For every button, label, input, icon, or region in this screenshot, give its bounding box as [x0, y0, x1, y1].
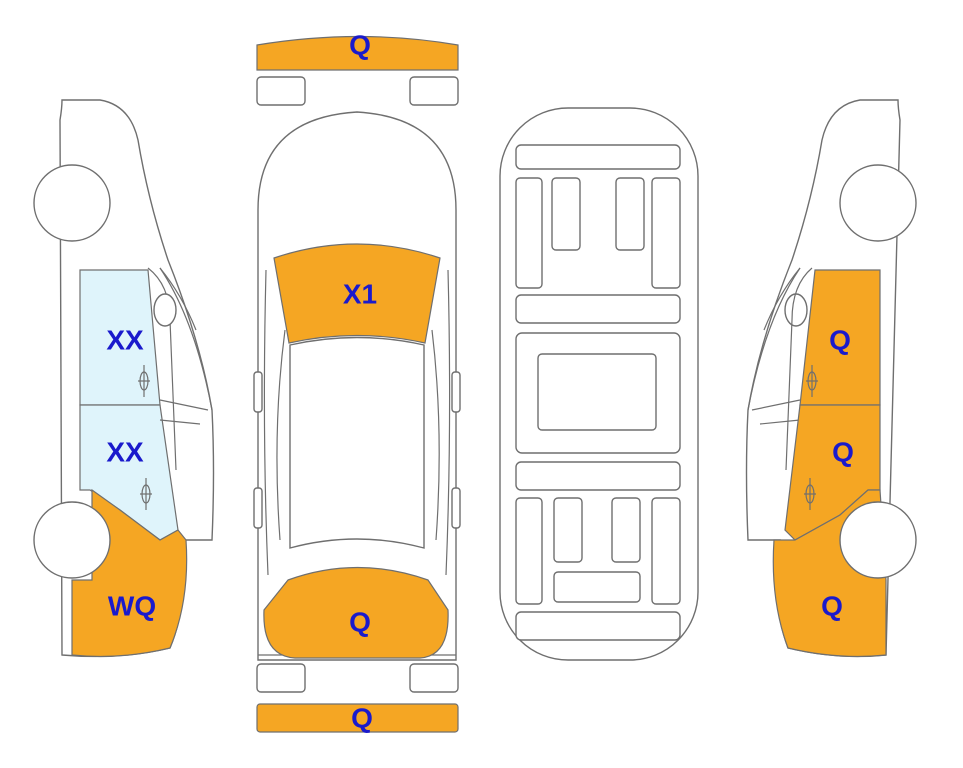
- left-rear-quarter-label: WQ: [108, 591, 156, 622]
- windshield-label: X1: [343, 279, 377, 310]
- trunk-part[interactable]: [263, 566, 449, 659]
- left-rear-wheel: [33, 501, 111, 579]
- right-front-wheel: [839, 164, 917, 242]
- rear-right-taillight: [409, 663, 459, 693]
- rear-left-taillight: [256, 663, 306, 693]
- right-front-door-label: Q: [829, 325, 851, 356]
- rear-bumper-label: Q: [351, 703, 373, 734]
- underbody-view: [499, 107, 699, 661]
- left-door-handles: [138, 365, 152, 510]
- right-door-handles: [804, 365, 818, 510]
- right-rear-wheel: [839, 501, 917, 579]
- left-rear-door-label: XX: [106, 437, 144, 468]
- front-bumper-part[interactable]: [256, 35, 459, 71]
- right-pillar-line: [785, 267, 813, 471]
- front-left-headlight: [256, 76, 306, 106]
- left-mirror: [153, 293, 177, 327]
- left-front-door-label: XX: [106, 325, 144, 356]
- left-front-wheel: [33, 164, 111, 242]
- trunk-label: Q: [349, 607, 371, 638]
- right-rear-quarter-label: Q: [821, 591, 843, 622]
- rear-bumper-part[interactable]: [256, 703, 459, 733]
- front-right-headlight: [409, 76, 459, 106]
- right-rear-door-label: Q: [832, 437, 854, 468]
- left-mirror-lines: [159, 399, 209, 425]
- front-bumper-label: Q: [349, 30, 371, 61]
- windshield-part[interactable]: [273, 243, 441, 344]
